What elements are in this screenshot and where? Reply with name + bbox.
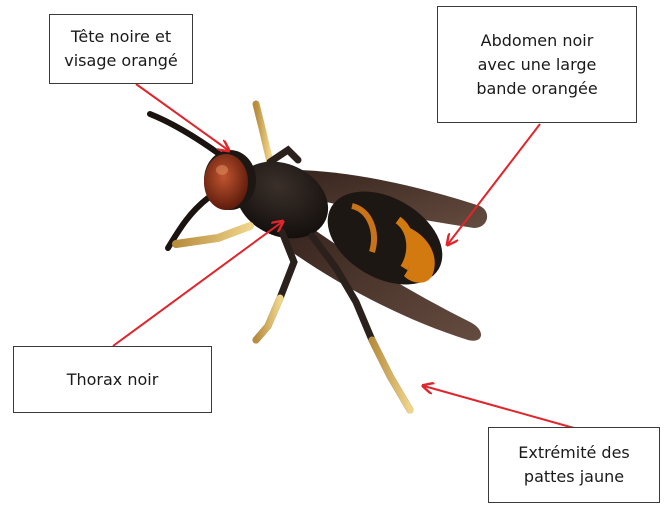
callout-thorax-line-1: Thorax noir	[67, 368, 159, 392]
callout-legs-line-1: Extrémité des	[518, 441, 630, 465]
callout-head-line-1: Tête noire et	[64, 25, 177, 49]
callout-head-line-2: visage orangé	[64, 49, 177, 73]
callout-head-text: Tête noire et visage orangé	[64, 25, 177, 73]
callout-thorax-text: Thorax noir	[67, 368, 159, 392]
hornet-eye	[204, 154, 248, 210]
callout-abdomen: Abdomen noir avec une large bande orangé…	[437, 6, 637, 123]
callout-abdomen-line-3: bande orangée	[476, 77, 597, 101]
antenna-upper	[150, 114, 222, 156]
callout-legs-line-2: pattes jaune	[518, 465, 630, 489]
callout-abdomen-line-1: Abdomen noir	[476, 29, 597, 53]
callout-abdomen-line-2: avec une large	[476, 53, 597, 77]
callout-legs: Extrémité des pattes jaune	[488, 427, 660, 503]
callout-head: Tête noire et visage orangé	[49, 14, 193, 84]
callout-legs-text: Extrémité des pattes jaune	[518, 441, 630, 489]
leg-upper-right	[256, 104, 270, 162]
callout-thorax: Thorax noir	[13, 346, 212, 413]
leg-mid-left	[256, 232, 294, 340]
callout-abdomen-text: Abdomen noir avec une large bande orangé…	[476, 29, 597, 101]
leg-front-left	[176, 226, 250, 244]
